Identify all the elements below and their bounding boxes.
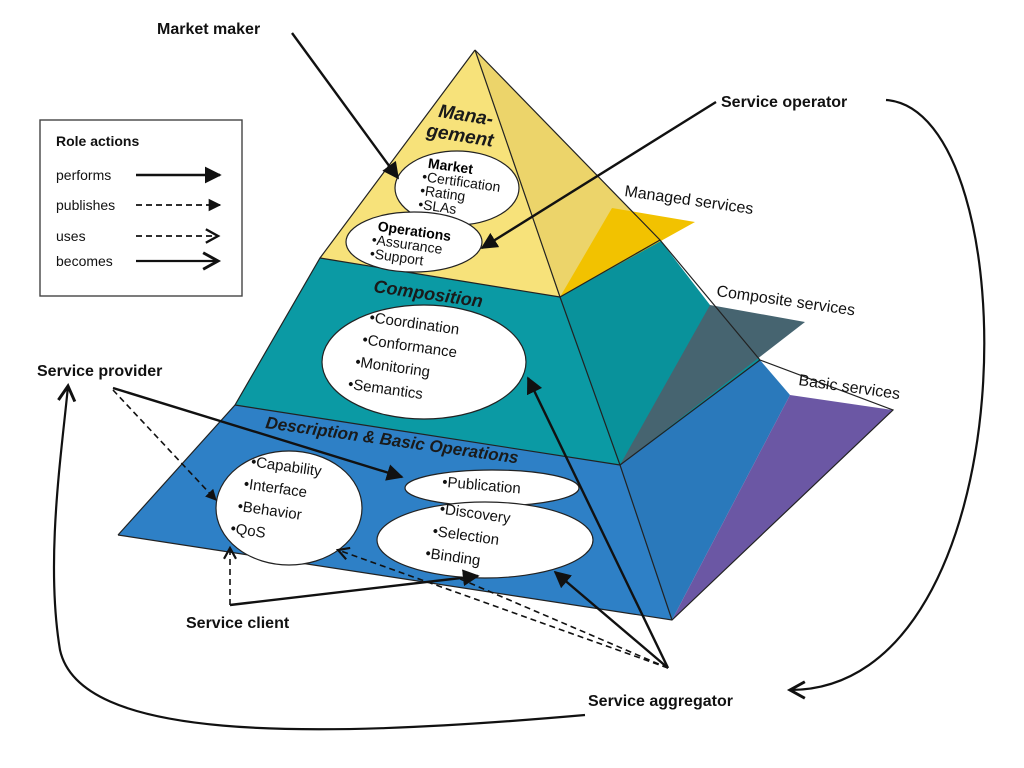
desc-item-publication: •Publication — [442, 474, 522, 498]
operations-item-support: •Support — [369, 245, 425, 268]
arrow-aggregator-uses-qos — [335, 546, 669, 669]
arrow-aggregator-becomes-provider — [52, 382, 586, 731]
service-client-label: Service client — [186, 615, 290, 632]
description-layer-side — [620, 360, 790, 620]
arrow-aggregator-composition — [526, 376, 670, 669]
legend-label-uses: uses — [56, 228, 86, 244]
composite-services-wedge — [620, 305, 805, 465]
service-operator-label: Service operator — [721, 94, 847, 111]
market-maker-label: Market maker — [157, 21, 260, 38]
pyramid-edges — [117, 49, 895, 621]
arrow-provider-publishes — [112, 389, 217, 501]
legend-title: Role actions — [56, 133, 139, 149]
market-item-rating: •Rating — [419, 182, 466, 204]
legend-label-publishes: publishes — [56, 197, 115, 213]
arrow-market-maker-performs — [291, 32, 399, 180]
role-arrows — [52, 32, 986, 731]
legend-label-performs: performs — [56, 167, 111, 183]
discovery-ellipse — [376, 501, 594, 579]
composition-layer-side — [560, 240, 760, 465]
arrow-provider-performs — [112, 386, 404, 481]
service-aggregator-label: Service aggregator — [588, 693, 733, 710]
market-ellipse-title: Market — [427, 155, 474, 177]
capability-ellipse — [215, 450, 363, 566]
arrow-aggregator-binding — [553, 570, 669, 669]
legend-label-becomes: becomes — [56, 253, 113, 269]
basic-services-wedge — [672, 395, 893, 620]
arrow-operator-becomes-aggregator — [786, 98, 986, 700]
market-item-slas: •SLAs — [417, 196, 457, 217]
arrow-client-performs-binding — [229, 569, 480, 607]
service-provider-label: Service provider — [37, 363, 162, 380]
arrow-operator-performs — [480, 100, 717, 250]
arrow-aggregator-publishes — [457, 577, 669, 669]
legend-box: Role actions performs publishes uses bec… — [39, 119, 243, 297]
composition-ellipse — [321, 304, 527, 420]
managed-services-wedge — [560, 208, 695, 297]
desc-item-qos: •QoS — [229, 520, 266, 542]
managed-services-label: Managed services — [623, 183, 754, 218]
